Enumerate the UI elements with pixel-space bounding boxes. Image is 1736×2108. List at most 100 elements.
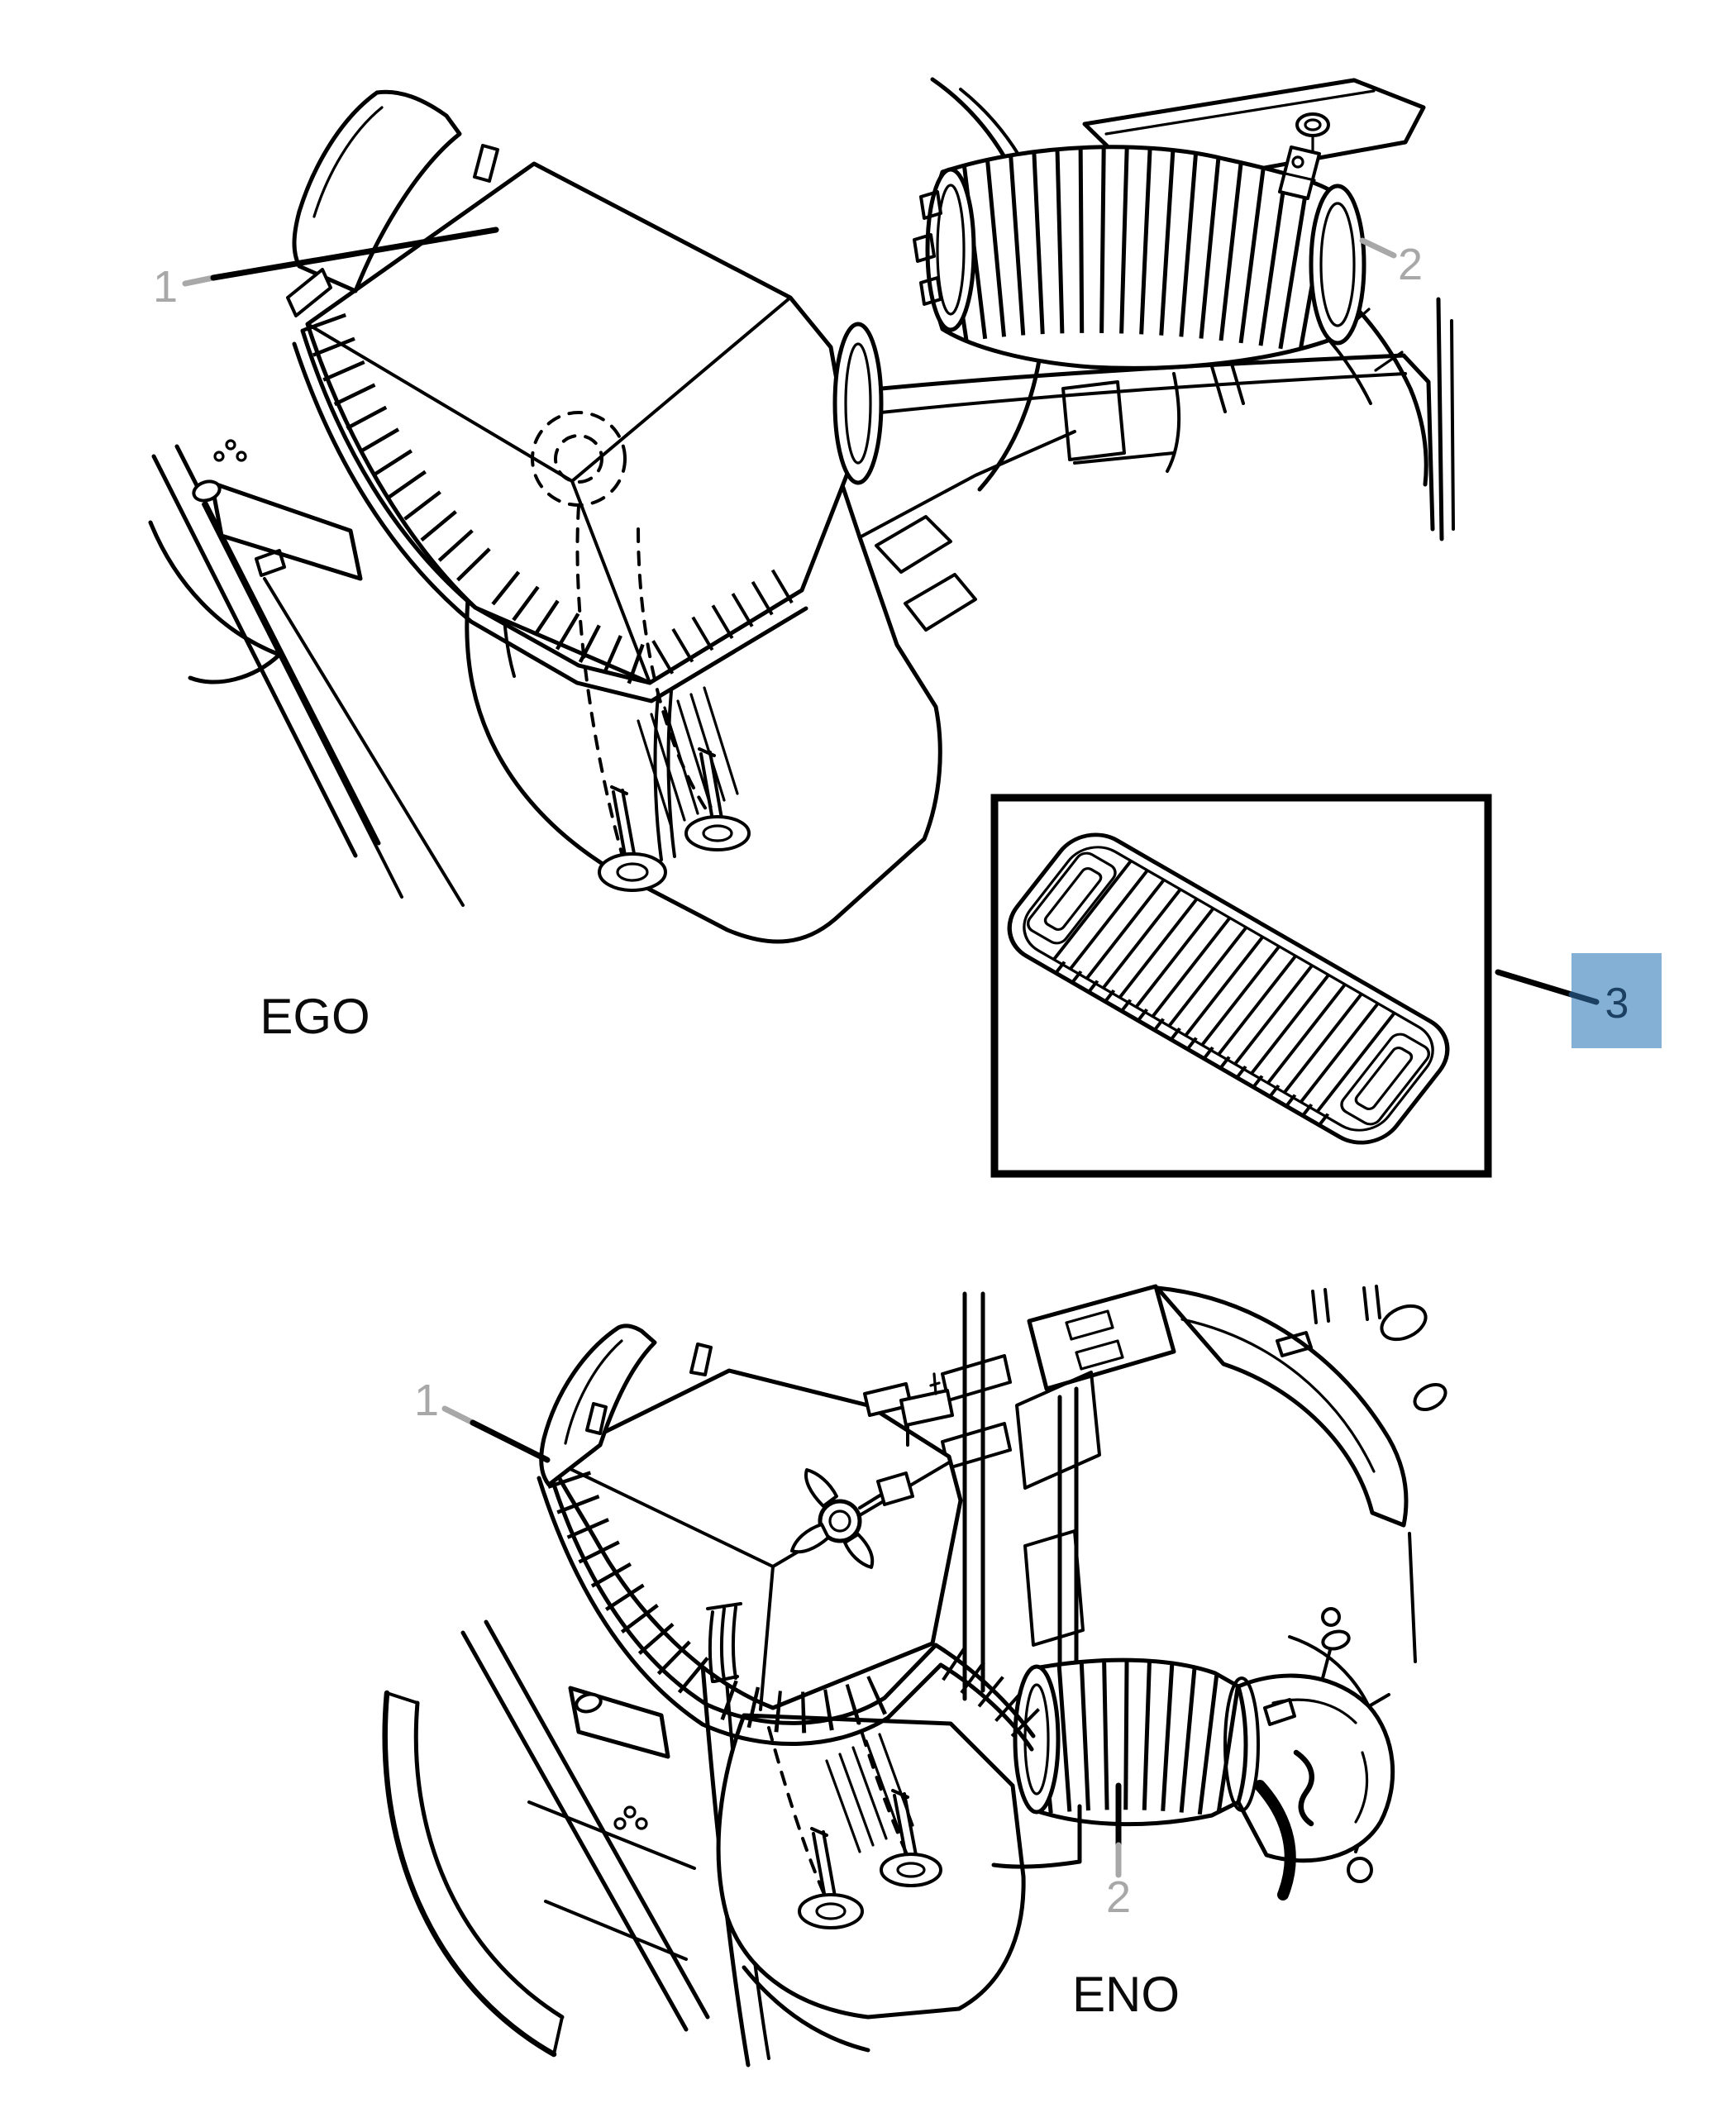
ego-intake-duct-hose bbox=[913, 145, 1366, 370]
callout-2-label: 2 bbox=[1398, 240, 1423, 289]
clamp-bolt bbox=[653, 689, 676, 861]
maf-knob-blade bbox=[790, 1523, 830, 1554]
callout-1-leader-gray bbox=[441, 1405, 476, 1426]
filter-end-slot bbox=[1026, 851, 1117, 945]
wheel-arch-inner bbox=[413, 1700, 565, 2020]
ego-air-cleaner-housing bbox=[286, 89, 884, 861]
small-oval bbox=[1413, 1382, 1447, 1412]
mount-stud bbox=[698, 747, 723, 822]
hose-clamp-tab bbox=[913, 190, 942, 306]
engine-dot bbox=[1321, 1607, 1341, 1627]
intake-wing-inner bbox=[312, 106, 384, 218]
panel-window bbox=[1023, 1529, 1085, 1647]
grommet-inner bbox=[702, 824, 733, 842]
hose-collar-inner bbox=[1319, 202, 1356, 327]
callout-2-leader-gray bbox=[1359, 237, 1397, 259]
support-bar-lower bbox=[871, 372, 1407, 415]
eno-callout-2: 2 bbox=[1106, 1782, 1131, 1922]
resonator-inner-arc bbox=[1354, 1751, 1369, 1824]
lid-seam bbox=[545, 1461, 938, 1725]
resonator-body bbox=[1236, 1673, 1395, 1863]
lid-seam-lower bbox=[537, 1476, 943, 1746]
grommet bbox=[598, 852, 667, 892]
clamp-bolt bbox=[708, 1605, 737, 1683]
grommet bbox=[684, 815, 751, 851]
ego-callout-2: 2 bbox=[1359, 237, 1423, 289]
dipstick-rod bbox=[991, 1804, 1082, 1869]
eno-air-cleaner-housing bbox=[537, 1323, 1051, 1752]
alignment-dashed-line bbox=[637, 527, 713, 818]
grommet-inner bbox=[616, 862, 649, 882]
filter-part-box: 3 bbox=[990, 794, 1662, 1178]
eno-intake-duct bbox=[991, 1629, 1395, 1901]
rivet-dot bbox=[213, 451, 225, 462]
mount-stud bbox=[610, 785, 637, 861]
lid-seam-lower bbox=[292, 341, 808, 703]
fender-curve bbox=[148, 520, 282, 657]
bracket-hole bbox=[192, 479, 222, 503]
sensor-bracket bbox=[899, 1389, 954, 1427]
hose-clamp-band bbox=[1284, 172, 1316, 182]
bracket-hole bbox=[575, 1692, 603, 1714]
callout-3-label: 3 bbox=[1605, 980, 1629, 1028]
eno-callout-1: 1 bbox=[414, 1376, 551, 1463]
arch-end-cap bbox=[385, 1691, 564, 2056]
outlet-opening bbox=[832, 322, 884, 485]
maf-connector-stem bbox=[858, 1493, 883, 1509]
maf-connector bbox=[876, 1471, 914, 1506]
lid-seam bbox=[300, 328, 652, 685]
engine-dot bbox=[1347, 1857, 1373, 1883]
frame-rail bbox=[151, 454, 358, 858]
cowl-bracket-inner-line bbox=[1104, 89, 1376, 136]
callout-1-label: 1 bbox=[153, 262, 178, 312]
lid-clip bbox=[286, 268, 332, 317]
hose-clamp-screw bbox=[1291, 155, 1304, 169]
strut-brace bbox=[941, 1354, 1012, 1402]
airbox-silhouette bbox=[305, 161, 854, 685]
small-bracket bbox=[1263, 1698, 1296, 1726]
rivet-dot bbox=[236, 451, 247, 462]
air-filter-element bbox=[1007, 832, 1450, 1145]
rivet-dot bbox=[225, 439, 236, 451]
alignment-dashed-line bbox=[575, 504, 623, 855]
rivet-dot bbox=[613, 1817, 627, 1830]
callout-1-leader bbox=[470, 1419, 551, 1463]
maf-sensor-knob bbox=[818, 1499, 862, 1543]
airbox-silhouette bbox=[547, 1368, 963, 1710]
filter-outer-frame bbox=[1007, 832, 1450, 1145]
tick-mark-pair bbox=[1311, 1288, 1330, 1324]
hose-corrugation-ribs bbox=[936, 146, 1333, 355]
outlet-opening-inner bbox=[844, 342, 872, 465]
callout-3: 3 bbox=[1495, 953, 1662, 1048]
variant-label-ego: EGO bbox=[260, 989, 370, 1044]
duct-clamp-ring bbox=[1223, 1676, 1260, 1812]
panel-slot bbox=[1065, 1309, 1124, 1371]
intake-wing-inner bbox=[564, 1339, 623, 1445]
tray-rail bbox=[858, 430, 1076, 539]
grommet bbox=[880, 1853, 942, 1887]
maf-knob-blade bbox=[804, 1468, 838, 1508]
lid-clip bbox=[689, 1343, 713, 1376]
resonator-port bbox=[1321, 1629, 1351, 1651]
small-clip bbox=[1276, 1331, 1313, 1357]
panel-edge bbox=[1408, 1532, 1417, 1663]
grommet-inner bbox=[815, 1902, 847, 1920]
strut-tower-line bbox=[962, 1291, 985, 1701]
resonator-neck bbox=[1321, 1645, 1333, 1680]
cowl-curve bbox=[1155, 1285, 1409, 1528]
callout-1-leader-gray bbox=[182, 274, 217, 287]
rivet-dot bbox=[635, 1817, 648, 1830]
ego-frame-rails bbox=[148, 439, 465, 907]
cross-piece bbox=[527, 1800, 696, 1961]
sensor-bolt bbox=[929, 1372, 941, 1395]
filter-end-slot-inner bbox=[1354, 1047, 1414, 1110]
cowl-inner-curve bbox=[1180, 1318, 1376, 1473]
lid-clip bbox=[473, 144, 499, 183]
housing-corner-edge bbox=[759, 1565, 775, 1711]
mount-stud bbox=[810, 1827, 837, 1900]
clamp-teeth bbox=[651, 567, 797, 675]
small-clip bbox=[255, 549, 286, 577]
wheel-arch-outer bbox=[382, 1690, 557, 2058]
body-edge-line bbox=[1436, 297, 1444, 541]
bolt-head bbox=[1295, 112, 1330, 137]
